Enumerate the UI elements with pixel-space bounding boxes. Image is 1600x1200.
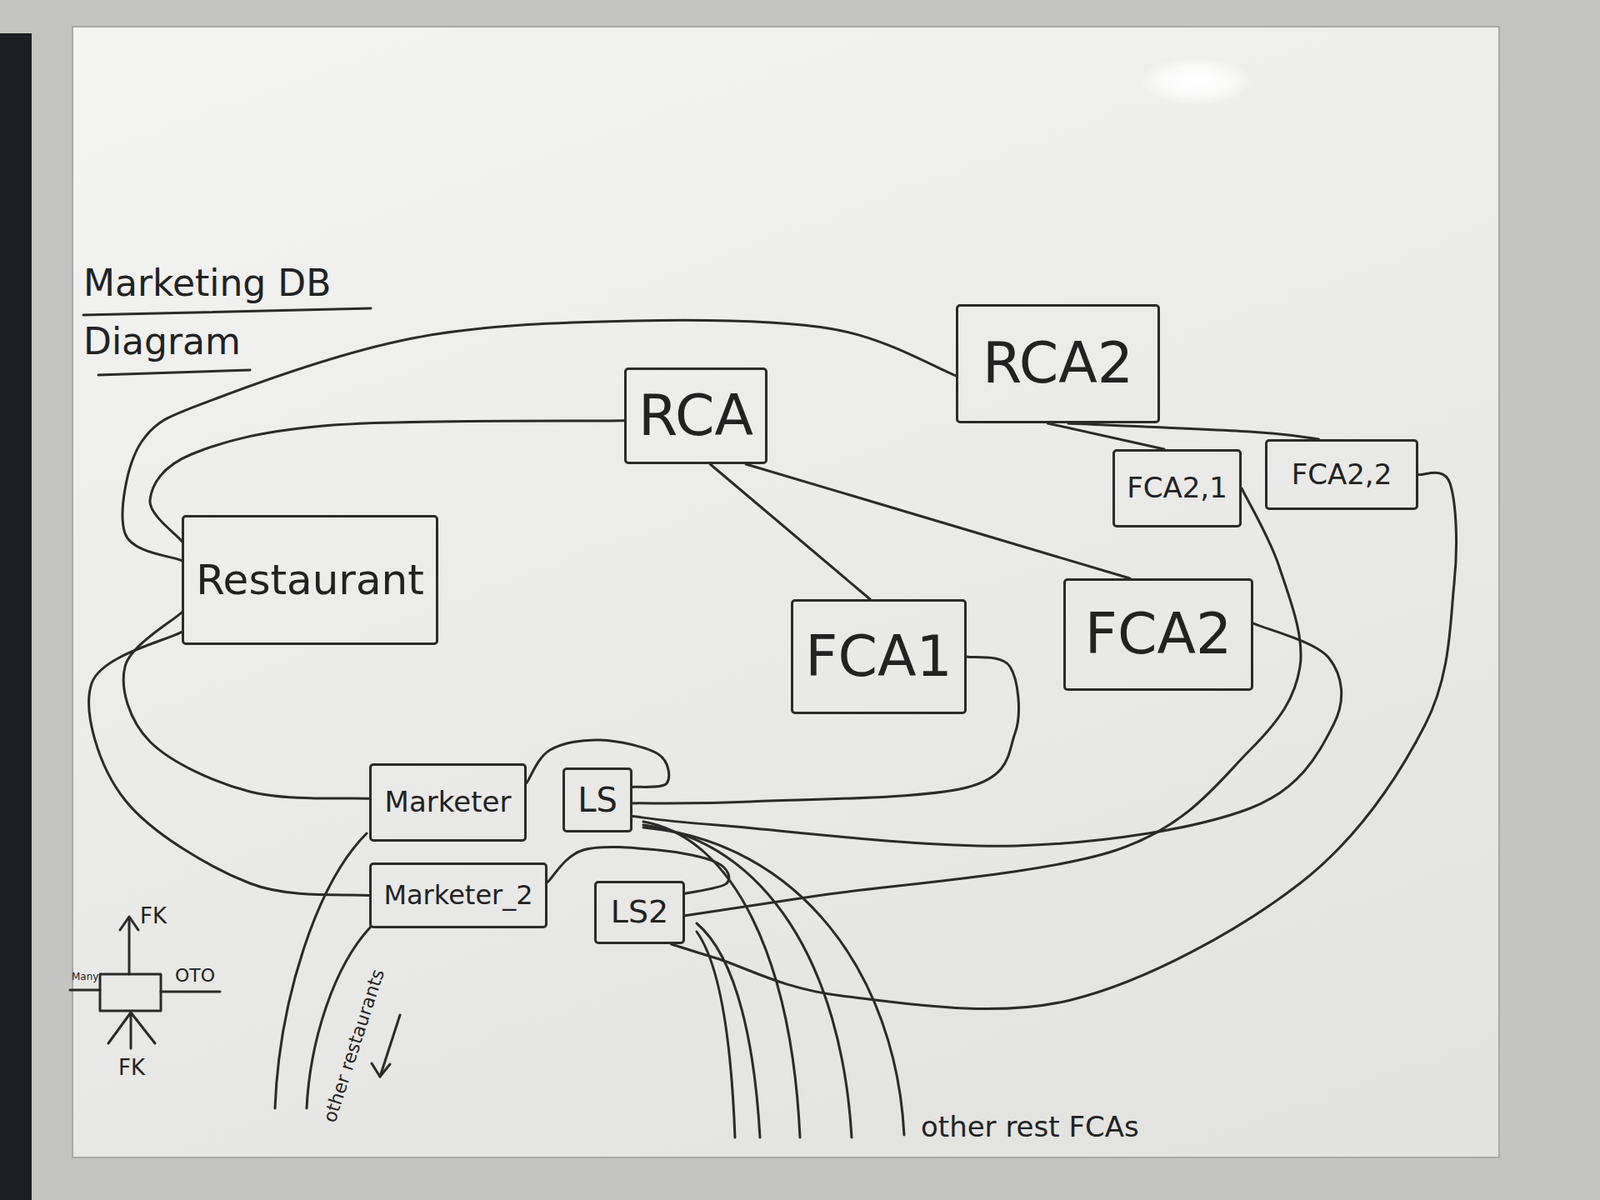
- pointer-arrow: [380, 1015, 400, 1077]
- relation-line: [685, 488, 1301, 916]
- entity-name: Restaurant: [195, 557, 425, 604]
- entity-name: RCA: [638, 385, 754, 448]
- relation-line: [671, 472, 1457, 1009]
- relation-line: [632, 623, 1342, 846]
- pointer-arrow-head: [371, 1063, 390, 1077]
- legend-arrow-head: [120, 916, 139, 930]
- entity-box: FCA2: [1063, 578, 1254, 691]
- relation-line: [547, 846, 730, 894]
- entity-box: RCA: [624, 367, 768, 465]
- relation-line: [1068, 423, 1320, 440]
- legend-line: [70, 989, 100, 992]
- entity-name: RCA2: [982, 332, 1134, 395]
- legend-crows-foot: [108, 1012, 155, 1049]
- legend-text: OTO: [175, 966, 215, 985]
- relation-line: [150, 420, 625, 541]
- entity-name: FCA1: [805, 625, 952, 689]
- light-glare: [1141, 58, 1250, 105]
- entity-box: Restaurant: [181, 515, 439, 645]
- entity-name: FCA2,2: [1291, 459, 1393, 490]
- loose-line: [643, 827, 905, 1135]
- legend-text: FK: [118, 1056, 145, 1079]
- entity-box: Marketer: [369, 763, 527, 842]
- relation-line: [89, 631, 370, 895]
- relation-line: [745, 464, 1130, 579]
- relation-line: [526, 740, 670, 788]
- wall-strip: [0, 33, 32, 1200]
- legend-arrow: [128, 918, 131, 975]
- entity-name: FCA2,1: [1126, 472, 1228, 504]
- diagram-title: Marketing DB Diagram: [83, 254, 375, 371]
- entity-box: FCA2,1: [1112, 449, 1242, 528]
- entity-box: FCA1: [790, 599, 967, 715]
- legend-text: FK: [140, 905, 167, 927]
- entity-name: FCA2: [1085, 603, 1232, 666]
- entity-box: FCA2,2: [1265, 439, 1419, 510]
- relation-line: [122, 320, 956, 560]
- entity-name: LS: [577, 781, 618, 819]
- entity-box: LS: [562, 767, 633, 833]
- entity-name: LS2: [610, 895, 669, 930]
- entity-box: RCA2: [955, 304, 1160, 424]
- entity-name: Marketer: [385, 786, 512, 818]
- legend-text: Many: [71, 971, 99, 982]
- title-underline: [83, 308, 371, 315]
- relation-line: [710, 464, 870, 600]
- loose-line: [643, 825, 852, 1138]
- legend-line: [160, 990, 220, 994]
- title-underline: [98, 370, 250, 375]
- entity-box: LS2: [594, 880, 685, 945]
- entity-box: Marketer_2: [369, 862, 548, 929]
- legend-entity-box: [100, 974, 161, 1011]
- entity-name: Marketer_2: [383, 880, 533, 910]
- note-text: other rest FCAs: [920, 1112, 1140, 1141]
